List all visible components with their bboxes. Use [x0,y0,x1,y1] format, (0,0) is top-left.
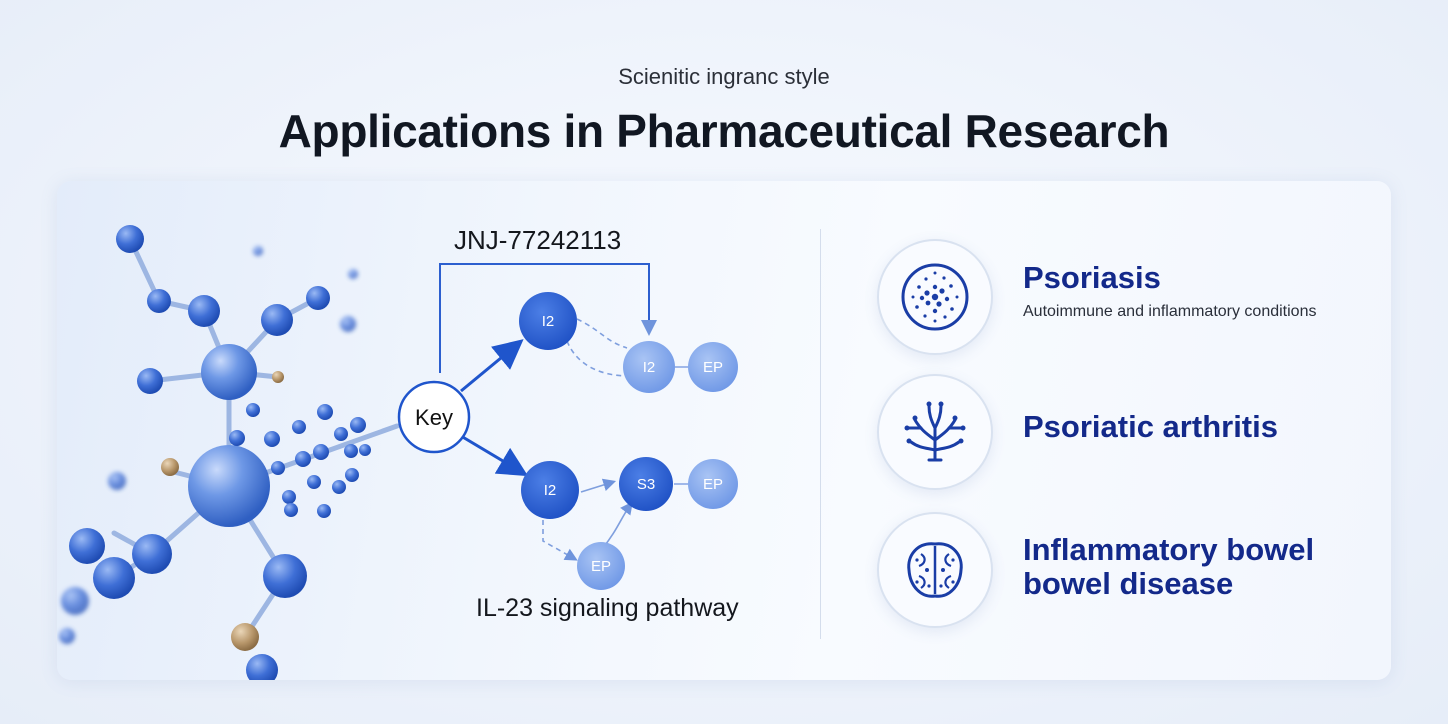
node-bottom-left [521,461,579,519]
node-top-right [688,342,738,392]
pathway-nodes: I2 I2 EP I2 S3 EP EP [519,292,738,590]
header-subtitle: Scienitic ingranc style [618,64,830,89]
app-ibd-title-line1: Inflammatory bowel [1023,532,1315,567]
node-top-mid [623,341,675,393]
ibd-icon-circle [877,512,993,628]
blurred-atoms [59,246,358,644]
app-psoriasis-description: Autoimmune and inflammatory conditions [1023,303,1317,320]
node-top-right-label: EP [703,359,723,376]
content-panel: Key I2 I2 EP I2 S3 EP EP JNJ-77242113 IL… [57,181,1391,680]
section-divider [820,229,821,639]
node-bottom-low-label: EP [591,558,611,575]
compound-label: JNJ-77242113 [454,225,622,255]
brain-organ-icon [907,542,963,598]
node-bottom-low [577,542,625,590]
node-top-left [519,292,577,350]
key-node: Key [397,380,471,454]
key-label: Key [415,405,453,430]
node-bottom-right [688,459,738,509]
app-psoriasis-title: Psoriasis [1023,260,1161,295]
cell-dots-icon [901,263,969,331]
branching-tree-icon [904,401,966,462]
pathway-connectors [439,263,689,561]
node-bottom-mid-label: S3 [637,476,655,493]
node-top-left-label: I2 [542,313,555,330]
app-psoriatic-arthritis-title: Psoriatic arthritis [1023,409,1278,444]
app-ibd-title-line2: bowel disease [1023,566,1234,601]
atom-cluster [229,403,371,518]
node-bottom-right-label: EP [703,476,723,493]
node-top-mid-label: I2 [643,359,656,376]
node-bottom-left-label: I2 [544,482,557,499]
psoriasis-icon-circle [877,239,993,355]
pathway-label: IL-23 signaling pathway [476,594,739,622]
molecule-pathway-illustration: Key I2 I2 EP I2 S3 EP EP [59,225,738,680]
psoriatic-arthritis-icon-circle [877,374,993,490]
page-title: Applications in Pharmaceutical Research [278,105,1170,157]
molecule-atoms [69,225,330,680]
node-bottom-mid [619,457,673,511]
